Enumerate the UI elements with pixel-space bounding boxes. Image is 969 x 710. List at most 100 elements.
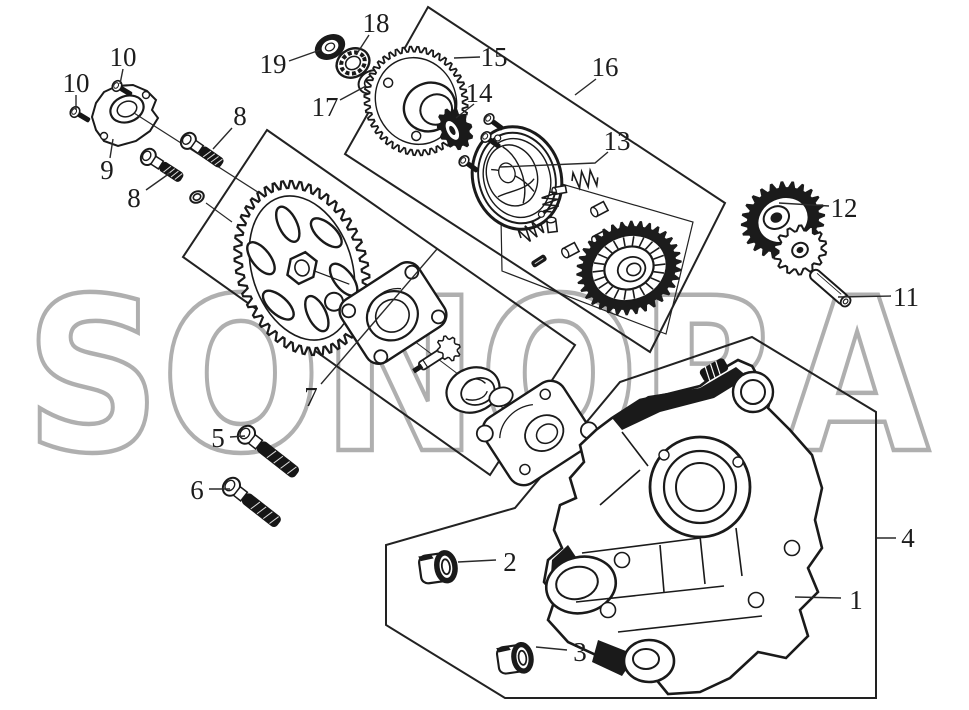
leader-line-3 (535, 646, 568, 651)
screw-10-a (111, 79, 133, 97)
pump-nut-part (189, 190, 205, 204)
leader-line-5 (229, 435, 246, 438)
clutch-roller-b (531, 254, 547, 268)
part-label-15: 15 (481, 42, 508, 72)
leader-line-17 (339, 85, 367, 101)
idle-gear-small (772, 224, 828, 276)
part-label-7: 7 (304, 382, 318, 412)
bolt-collar (149, 155, 165, 170)
oil-pump-shaft (412, 335, 461, 374)
clutch-spring-a (571, 167, 599, 192)
starter-pinion-gear (436, 108, 474, 151)
rib-line (659, 544, 665, 593)
clutch-cap-c (561, 241, 581, 259)
leader-line-15 (453, 56, 481, 59)
idle-gear-shaft (809, 268, 852, 308)
leader-line-12 (778, 202, 830, 207)
bushing-part-3 (495, 641, 534, 675)
callout-box-13 (499, 165, 694, 335)
pump-ear-hole (341, 303, 357, 319)
part-label-19: 19 (260, 49, 287, 79)
callout-box-7 (181, 128, 577, 477)
rib-line (581, 537, 701, 554)
spoke-hole (261, 289, 295, 321)
spoke-hole (304, 294, 330, 333)
clutch-cap-a (590, 200, 610, 218)
oil-seal-part-19 (314, 34, 346, 60)
part-label-1: 1 (849, 585, 863, 615)
part-label-9: 9 (100, 155, 114, 185)
leader-line-16 (574, 78, 597, 96)
part-label-10a: 10 (110, 42, 137, 72)
leader-line-2 (457, 559, 497, 563)
leader-line-1 (794, 596, 842, 599)
screw-10-b (69, 105, 91, 123)
leader-line-7 (320, 248, 438, 385)
part-label-10b: 10 (63, 68, 90, 98)
clutch-spring-c (517, 220, 545, 243)
clutch-bolt-c (458, 155, 479, 173)
leader-line-18 (355, 34, 370, 56)
leader-line-13 (499, 151, 609, 168)
bolt-6 (221, 476, 281, 527)
bolt-collar (189, 139, 205, 155)
part-label-12: 12 (831, 193, 858, 223)
rib-line (617, 615, 763, 633)
shading-top (612, 367, 748, 430)
one-way-clutch-gear (576, 220, 682, 316)
screw-shaft (119, 86, 133, 97)
rib-line (575, 585, 725, 603)
part-label-17: 17 (312, 92, 339, 122)
bolt-8-a (179, 131, 224, 168)
part-label-13: 13 (604, 126, 631, 156)
shaft-stub (699, 358, 729, 382)
part-label-8a: 8 (233, 101, 247, 131)
oil-pump-body (338, 261, 448, 365)
part-label-8b: 8 (127, 183, 141, 213)
screw-shaft (488, 137, 501, 149)
clutch-bolt-a (483, 113, 504, 131)
spoke-hole (274, 205, 301, 243)
leader-line-10a (119, 68, 124, 85)
clutch-plunger-b (545, 216, 559, 234)
part-label-16: 16 (592, 52, 619, 82)
shaft-gear (436, 335, 461, 362)
oil-pump-drive-gear (233, 179, 371, 357)
cover-ear (475, 424, 494, 443)
bolt-boss (747, 591, 765, 609)
rib-line (621, 431, 649, 467)
rib-line (699, 535, 706, 585)
rib-line (735, 527, 743, 577)
clutch-bolt-b (480, 131, 501, 149)
pump-nut-pointer (205, 202, 233, 223)
oil-pump-rotors (445, 366, 514, 414)
screw-shaft (77, 112, 91, 123)
rib-line (599, 469, 641, 506)
leader-line-19 (288, 49, 321, 62)
pump-ear-hole (431, 309, 446, 325)
bushing-part-2 (418, 550, 458, 585)
part-label-4: 4 (901, 523, 915, 553)
oil-pump-cover (475, 379, 598, 487)
spoke-hole (246, 241, 276, 276)
diagram-parts (69, 34, 852, 696)
clutch-housing-part (470, 125, 564, 231)
screw-shaft (491, 119, 504, 131)
cover-plate-part (90, 83, 301, 220)
part-label-3: 3 (573, 637, 587, 667)
hex-hub (286, 250, 318, 286)
bolt-boss (599, 601, 617, 619)
pump-ear-hole (373, 349, 389, 365)
part-label-2: 2 (503, 547, 517, 577)
part-label-18: 18 (363, 8, 390, 38)
bolt-8-b (139, 147, 184, 182)
part-label-14: 14 (466, 78, 494, 108)
leader-line-14 (455, 103, 475, 119)
leader-line-9 (109, 138, 114, 159)
part-label-11: 11 (893, 282, 919, 312)
bearing-part-18 (335, 47, 371, 79)
rotor-lobe (488, 386, 514, 408)
